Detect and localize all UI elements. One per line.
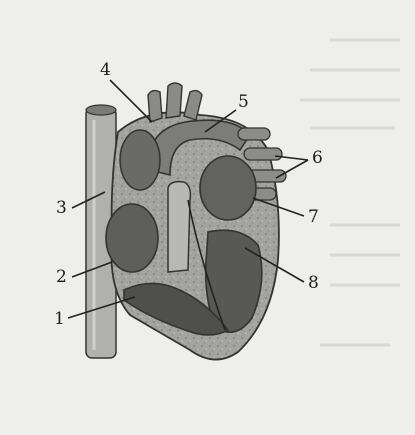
right-atrium-upper	[120, 130, 160, 190]
label-5: 5	[238, 92, 249, 112]
label-7: 7	[308, 207, 319, 227]
label-2: 2	[56, 267, 67, 287]
label-3: 3	[56, 198, 67, 218]
aortic-arch-branches	[148, 83, 202, 122]
label-1: 1	[54, 309, 65, 329]
background-text-lines	[300, 40, 400, 345]
label-6: 6	[312, 148, 323, 168]
right-atrium	[106, 204, 158, 272]
label-8: 8	[308, 273, 319, 293]
pulmonary-trunk	[168, 182, 190, 272]
label-4: 4	[100, 60, 111, 80]
left-atrium	[200, 156, 256, 220]
